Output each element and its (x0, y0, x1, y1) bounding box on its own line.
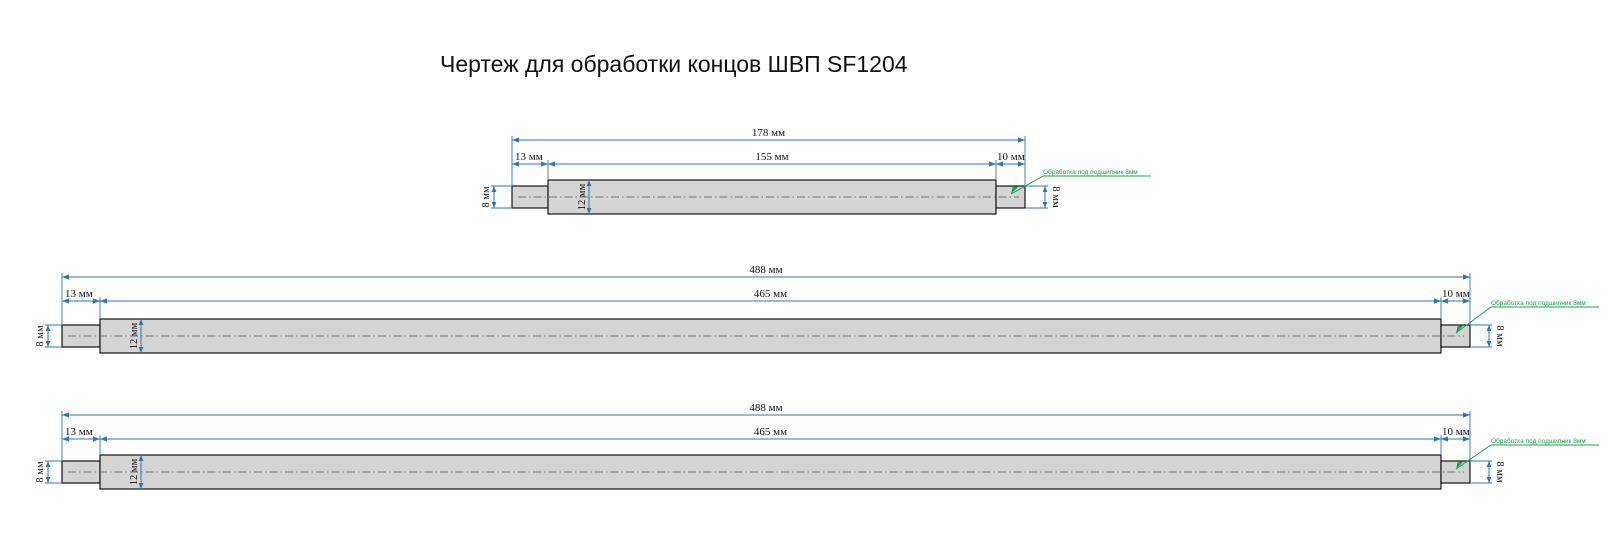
dimension-arrow (45, 461, 51, 467)
dimension-arrow (1486, 341, 1492, 347)
dimension-arrow (45, 325, 51, 331)
total-length-label: 488 мм (749, 402, 782, 414)
dimension-arrow (45, 477, 51, 483)
shaft-drawing-3: 488 мм 13 мм 465 мм 10 мм 8 мм 12 мм 8 мм Обраб… (35, 402, 1599, 490)
right-diameter-label: 8 мм (1494, 325, 1505, 347)
left-diameter-label: 8 мм (35, 325, 46, 347)
dimension-arrow (1018, 137, 1025, 143)
right-journal-length-label: 10 мм (997, 151, 1025, 163)
right-diameter-label: 8 мм (1050, 186, 1061, 208)
dimension-arrow (491, 202, 497, 208)
dimension-arrow (1486, 325, 1492, 331)
dimension-arrow (1018, 161, 1025, 167)
main-body-length-label: 155 мм (755, 151, 788, 163)
main-body-length-label: 465 мм (754, 288, 787, 300)
dimension-arrow (100, 436, 107, 442)
annotation-leader (1455, 444, 1599, 470)
dimension-arrow (996, 161, 1003, 167)
dimension-arrow (1486, 477, 1492, 483)
dimension-arrow (1434, 436, 1441, 442)
annotation-arrow (1456, 461, 1463, 469)
dimension-arrow (62, 436, 69, 442)
right-journal-length-label: 10 мм (1442, 288, 1470, 300)
machining-note: Обработка под подшипник 8мм (1043, 168, 1138, 176)
dimension-arrow (512, 137, 519, 143)
dimension-arrow (1042, 202, 1048, 208)
shaft-drawing-1: 178 мм 13 мм 155 мм 10 мм 8 мм 12 мм 8 мм Обраб… (481, 127, 1151, 215)
page-title: Чертеж для обработки концов ШВП SF1204 (440, 51, 908, 77)
left-diameter-label: 8 мм (481, 186, 492, 208)
dimension-arrow (548, 161, 555, 167)
annotation-arrow (1011, 186, 1018, 194)
annotation-leader (1455, 306, 1599, 334)
dimension-arrow (138, 319, 144, 325)
dimension-arrow (989, 161, 996, 167)
main-diameter-label: 12 мм (129, 458, 140, 485)
dimension-arrow (93, 298, 100, 304)
shaft-drawing-2: 488 мм 13 мм 465 мм 10 мм 8 мм 12 мм 8 мм Обраб… (35, 264, 1599, 354)
dimension-arrow (1463, 412, 1470, 418)
dimension-arrow (1441, 436, 1448, 442)
dimension-arrow (62, 274, 69, 280)
left-journal (61, 460, 101, 484)
dimension-arrow (586, 180, 592, 186)
annotation-arrow (1456, 325, 1463, 333)
left-journal-length-label: 13 мм (65, 288, 93, 300)
dimension-arrow (138, 455, 144, 461)
dimension-arrow (541, 161, 548, 167)
right-journal-length-label: 10 мм (1442, 426, 1470, 438)
dimension-arrow (512, 161, 519, 167)
left-diameter-label: 8 мм (35, 461, 46, 483)
main-diameter-label: 12 мм (129, 322, 140, 349)
dimension-arrow (1463, 436, 1470, 442)
dimension-arrow (1434, 298, 1441, 304)
main-body-length-label: 465 мм (754, 426, 787, 438)
total-length-label: 488 мм (749, 264, 782, 276)
dimension-arrow (138, 347, 144, 353)
dimension-arrow (1486, 461, 1492, 467)
machining-note: Обработка под подшипник 8мм (1491, 437, 1586, 445)
drawings-layer: 178 мм 13 мм 155 мм 10 мм 8 мм 12 мм 8 мм Обраб… (35, 127, 1599, 490)
dimension-arrow (1463, 274, 1470, 280)
dimension-arrow (62, 412, 69, 418)
right-diameter-label: 8 мм (1494, 461, 1505, 483)
dimension-arrow (491, 186, 497, 192)
dimension-arrow (1042, 186, 1048, 192)
main-diameter-label: 12 мм (577, 183, 588, 210)
dimension-arrow (586, 208, 592, 214)
dimension-arrow (62, 298, 69, 304)
dimension-arrow (138, 483, 144, 489)
left-journal-length-label: 13 мм (65, 426, 93, 438)
dimension-arrow (45, 341, 51, 347)
machining-note: Обработка под подшипник 8мм (1491, 299, 1586, 307)
left-journal (61, 324, 101, 348)
dimension-arrow (1441, 298, 1448, 304)
dimension-arrow (93, 436, 100, 442)
total-length-label: 178 мм (752, 127, 785, 139)
annotation-leader (1010, 175, 1151, 195)
left-journal-length-label: 13 мм (515, 151, 543, 163)
dimension-arrow (100, 298, 107, 304)
dimension-arrow (1463, 298, 1470, 304)
